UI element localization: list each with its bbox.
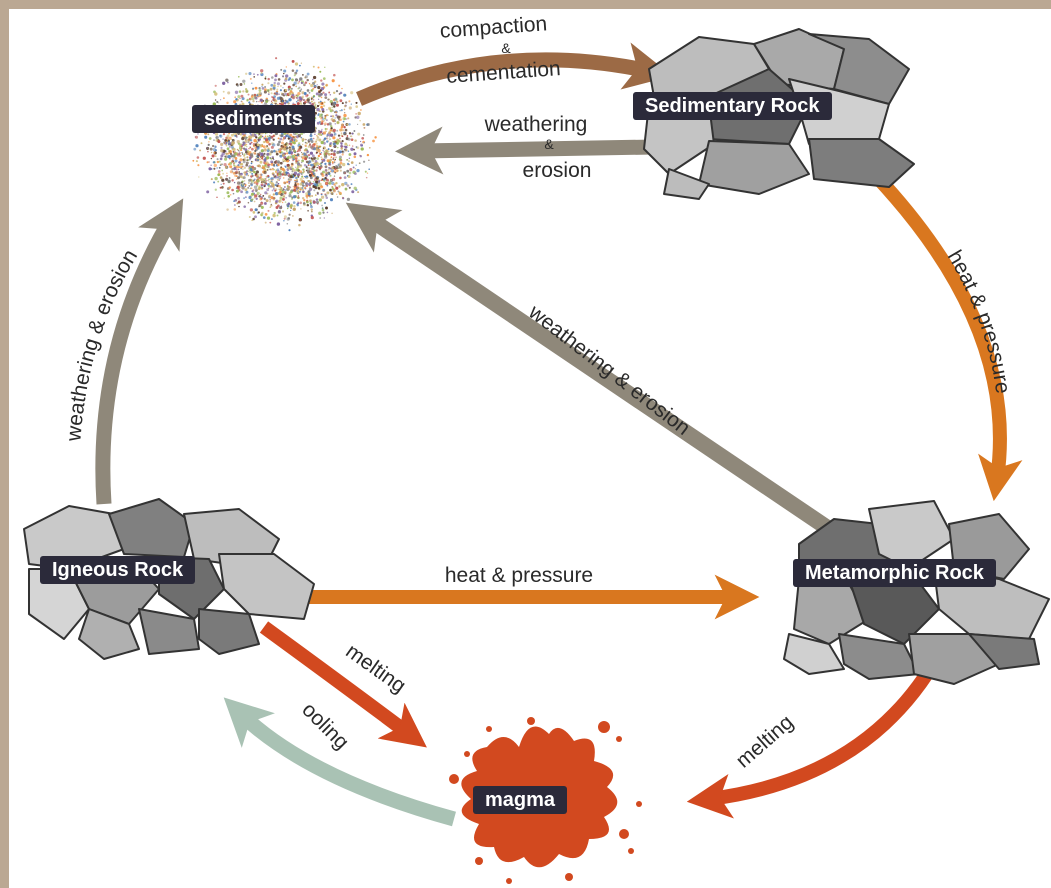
weathering-erosion-diagonal-label: weathering & erosion — [524, 300, 695, 440]
magma-label: magma — [473, 786, 568, 814]
compaction-cementation-arrow — [356, 42, 673, 106]
sediments-label: sediments — [192, 105, 315, 133]
melting-metamorphic-arrow — [686, 650, 946, 819]
weathering-erosion-top-arrow — [395, 126, 655, 175]
rock-pile-icon — [23, 498, 315, 660]
sediment-cloud-icon — [192, 57, 377, 232]
erosion-top-label: erosion — [523, 159, 592, 182]
weathering-top-label: weathering — [484, 113, 588, 136]
rock-pile-icon — [643, 28, 915, 200]
melting-metamorphic-label: melting — [732, 711, 798, 773]
weathering-erosion-left-arrow — [95, 198, 184, 505]
rock-pile-icon — [783, 500, 1050, 685]
diagram-canvas: compaction & cementation weathering & er… — [9, 9, 1051, 888]
heat-pressure-middle-label: heat & pressure — [445, 564, 593, 587]
rock-cycle-diagram: compaction & cementation weathering & er… — [9, 9, 1050, 884]
cooling-arrow — [223, 697, 456, 827]
weathering-top-amp-label: & — [544, 136, 554, 152]
melting-igneous-arrow — [259, 621, 427, 748]
weathering-erosion-diagonal-arrow — [345, 202, 834, 536]
igneous-rock-label: Igneous Rock — [40, 556, 196, 584]
sedimentary-rock-label: Sedimentary Rock — [633, 92, 832, 120]
heat-pressure-right-arrow — [871, 172, 1023, 502]
heat-pressure-right-label: heat & pressure — [943, 246, 1014, 394]
compaction-label: compaction — [439, 12, 548, 42]
metamorphic-rock-label: Metamorphic Rock — [793, 559, 996, 587]
compaction-amp-label: & — [501, 40, 511, 56]
